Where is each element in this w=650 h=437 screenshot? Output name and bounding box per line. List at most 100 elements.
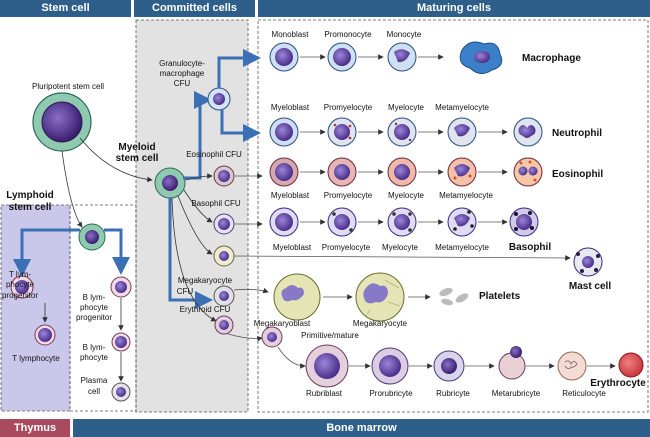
myeloid-stem-cell — [154, 167, 186, 199]
header-stem-cell: Stem cell — [0, 0, 131, 17]
reticulocyte-cell — [557, 351, 587, 381]
ery-path-arrow — [277, 346, 306, 369]
t-prog-label-3: progenitor — [2, 291, 38, 300]
mega-cfu-label-1: Megakaryocyte — [178, 276, 233, 285]
mega-cfu-arrow — [233, 287, 269, 294]
myeloid-branch-mast — [177, 195, 213, 255]
erythrocyte-label: Erythrocyte — [590, 378, 646, 389]
megakaryocyte-cell — [355, 272, 405, 322]
b-myeloblast-cell — [269, 207, 299, 237]
metarubricyte-cell — [498, 346, 526, 380]
monoblast-label: Monoblast — [272, 30, 310, 39]
b-prog-label-3: progenitor — [76, 313, 112, 322]
gm-cfu-label-1: Granulocyte- — [159, 59, 205, 68]
n-promyelocyte-cell — [327, 117, 357, 147]
megakaryoblast-label: Megakaryoblast — [254, 319, 311, 328]
n-myelocyte-cell — [387, 117, 417, 147]
myeloid-branch-gm — [183, 91, 212, 180]
header-committed-cells: Committed cells — [134, 0, 255, 17]
eos-cfu-label: Eosinophil CFU — [186, 150, 242, 159]
e-metamyelocyte-label: Metamyelocyte — [439, 191, 493, 200]
gm-cfu-label-3: CFU — [174, 79, 191, 88]
erythroid-precursor-cell — [261, 326, 283, 348]
megakaryocyte-cfu-cell — [213, 285, 235, 307]
monocyte-label: Monocyte — [387, 30, 422, 39]
erythrocyte-cell — [618, 352, 644, 378]
n-metamyelocyte-label: Metamyelocyte — [435, 103, 489, 112]
e-promyelocyte-cell — [327, 157, 357, 187]
lymphoid-stem-cell — [78, 223, 106, 251]
macrophage-cell — [459, 41, 503, 74]
footer-bone-marrow: Bone marrow — [73, 419, 650, 437]
lymphoid-frame — [69, 204, 137, 412]
b-myelocyte-cell — [387, 207, 417, 237]
eosinophil-cfu-cell — [213, 165, 235, 187]
erythroid-cfu-cell — [214, 315, 234, 335]
reticulocyte-label: Reticulocyte — [562, 389, 606, 398]
ery-cfu-label: Erythroid CFU — [180, 305, 231, 314]
b-myeloblast-label: Myeloblast — [273, 243, 312, 252]
prorubricyte-label: Prorubricyte — [369, 389, 413, 398]
b-prog-label-2: phocyte — [80, 303, 109, 312]
plasma-cell — [111, 382, 131, 402]
lymphoid-branch — [20, 228, 121, 272]
platelets-label: Platelets — [479, 291, 521, 302]
t-prog-label-1: T lym- — [9, 270, 31, 279]
myeloid-branch-eos — [185, 173, 213, 181]
promonocyte-cell — [327, 42, 357, 72]
maturing-cells-frame — [257, 19, 649, 413]
pluripotent-label: Pluripotent stem cell — [32, 82, 104, 91]
e-promyelocyte-label: Promyelocyte — [324, 191, 373, 200]
platelets — [439, 287, 469, 306]
macrophage-label: Macrophage — [522, 53, 581, 64]
gm-cfu-cell — [207, 87, 231, 111]
e-myelocyte-cell — [387, 157, 417, 187]
eosinophil-label: Eosinophil — [552, 169, 603, 180]
b-lymph-label-1: B lym- — [83, 343, 106, 352]
header-maturing-cells: Maturing cells — [258, 0, 650, 17]
arrow-to-lymphoid — [61, 150, 83, 228]
t-lymphocyte-label: T lymphocyte — [12, 354, 60, 363]
lymphoid-label-line1: Lymphoid — [6, 190, 53, 201]
t-lymphocyte-progenitor — [10, 275, 34, 299]
footer-thymus: Thymus — [0, 419, 70, 437]
b-lymphocyte-progenitor — [110, 276, 132, 298]
committed-cells-region — [135, 19, 249, 413]
basophil-label: Basophil — [509, 242, 551, 253]
thymus-region — [0, 204, 71, 412]
b-lymphocyte — [111, 332, 131, 352]
pluripotent-stem-cell — [32, 92, 92, 152]
promonocyte-label: Promonocyte — [324, 30, 372, 39]
e-myelocyte-label: Myelocyte — [388, 191, 425, 200]
mast-cfu-arrow — [233, 255, 571, 261]
gm-to-neut-arrow — [220, 110, 261, 142]
gm-cfu-label-2: macrophage — [160, 69, 205, 78]
e-metamyelocyte-cell — [447, 157, 477, 187]
mast-cfu-cell — [213, 245, 235, 267]
rubricyte-label: Rubricyte — [436, 389, 470, 398]
neutrophil-label: Neutrophil — [552, 128, 602, 139]
t-prog-label-2: phocyte — [6, 280, 35, 289]
b-prog-label-1: B lym- — [83, 293, 106, 302]
e-myeloblast-cell — [269, 157, 299, 187]
myeloid-branch-baso — [183, 189, 213, 223]
plasma-label-2: cell — [88, 387, 100, 396]
n-myeloblast-cell — [269, 117, 299, 147]
rubricyte-cell — [433, 350, 465, 382]
rubriblast-cell — [305, 344, 349, 388]
myeloid-branch-mega — [168, 198, 213, 309]
eosinophil-cell — [513, 157, 543, 187]
mast-cell-label: Mast cell — [569, 281, 611, 292]
b-promyelocyte-cell — [327, 207, 357, 237]
primitive-mature-label: Primitive/mature — [301, 331, 359, 340]
b-metamyelocyte-cell — [447, 207, 477, 237]
b-metamyelocyte-label: Metamyelocyte — [435, 243, 489, 252]
lymphoid-label-line2: stem cell — [9, 202, 52, 213]
baso-cfu-label: Basophil CFU — [191, 199, 241, 208]
t-lymphocyte — [34, 324, 56, 346]
b-promyelocyte-label: Promyelocyte — [322, 243, 371, 252]
rubriblast-label: Rubriblast — [306, 389, 343, 398]
megakaryoblast-cell — [273, 273, 321, 321]
gm-to-mono-arrow — [217, 49, 261, 88]
